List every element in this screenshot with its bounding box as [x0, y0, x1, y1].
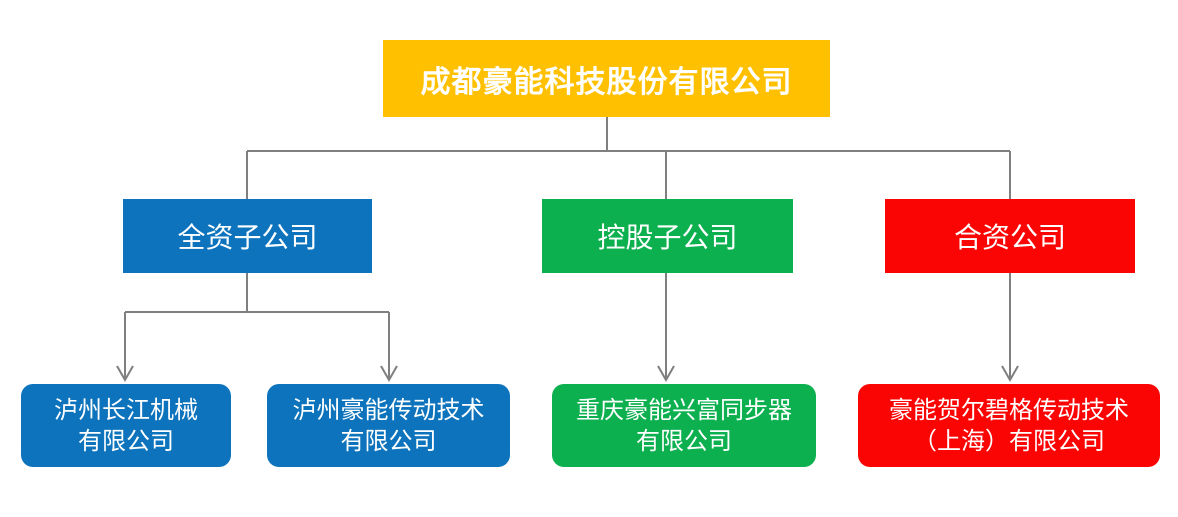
arrowhead-icon [380, 365, 398, 383]
subsidiary-label-line2: 有限公司 [636, 427, 732, 455]
subsidiary-label-line2: 有限公司 [340, 427, 437, 455]
category-label: 全资子公司 [177, 222, 318, 253]
arrowhead-icon [116, 365, 134, 383]
subsidiary-label-line1: 豪能贺尔碧格传动技术 [889, 396, 1129, 424]
arrowhead-icon [1001, 365, 1019, 383]
category-label: 控股子公司 [597, 222, 738, 253]
subsidiary-label-line1: 重庆豪能兴富同步器 [576, 396, 792, 424]
subsidiary-label-line2: 有限公司 [78, 427, 174, 455]
arrowhead-icon [657, 365, 675, 383]
category-node-holding: 控股子公司 [542, 199, 793, 273]
subsidiary-node-luzhou-haoneng: 泸州豪能传动技术 有限公司 [267, 384, 510, 467]
category-node-wholly-owned: 全资子公司 [123, 199, 372, 273]
subsidiary-node-luzhou-changjiang: 泸州长江机械 有限公司 [21, 384, 231, 467]
subsidiary-label-line1: 泸州豪能传动技术 [292, 396, 485, 424]
root-company-label: 成都豪能科技股份有限公司 [420, 65, 793, 99]
subsidiary-label-line1: 泸州长江机械 [54, 396, 198, 424]
root-company-node: 成都豪能科技股份有限公司 [383, 40, 830, 117]
subsidiary-node-chongqing-haoneng-xingfu: 重庆豪能兴富同步器 有限公司 [552, 384, 816, 467]
subsidiary-node-haoneng-hoerbiger: 豪能贺尔碧格传动技术 （上海）有限公司 [858, 384, 1160, 467]
category-label: 合资公司 [953, 222, 1066, 253]
category-node-joint-venture: 合资公司 [885, 199, 1135, 273]
subsidiary-label-line2: （上海）有限公司 [913, 427, 1105, 455]
